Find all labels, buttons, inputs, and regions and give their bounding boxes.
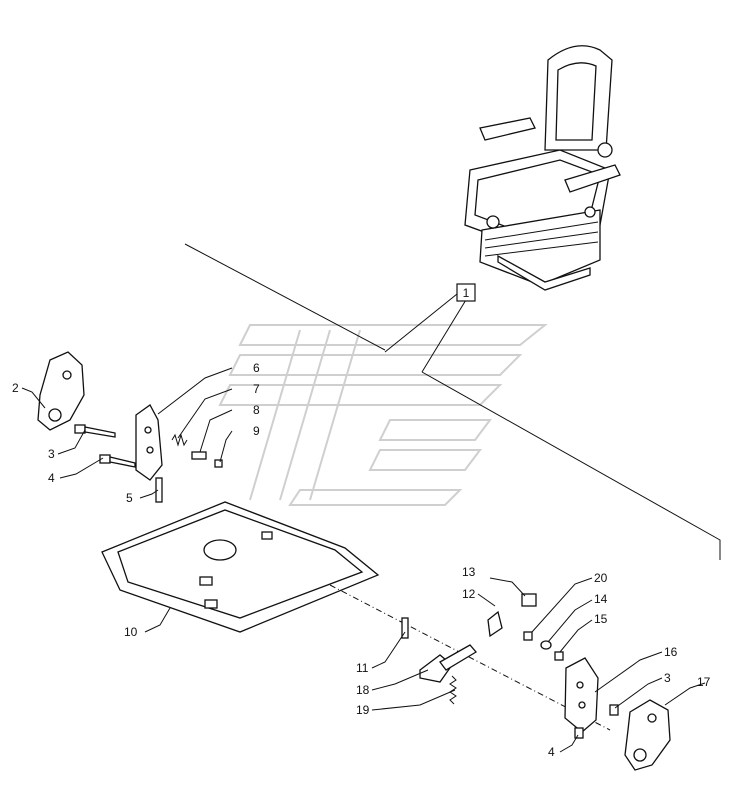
callout-6: 6 [253, 361, 260, 375]
callout-3-right: 3 [664, 671, 671, 685]
callout-10: 10 [124, 625, 138, 639]
seat-assembly-icon [464, 45, 621, 291]
callout-17: 17 [697, 675, 711, 689]
bolt-right-lower [574, 727, 584, 739]
washer-14 [540, 640, 552, 650]
bolt-right-upper [609, 704, 619, 716]
lever-18 [419, 644, 477, 683]
seat-base-plate-icon [101, 501, 380, 633]
callout-box-1 [456, 283, 476, 302]
callout-4-left: 4 [48, 471, 55, 485]
callout-14: 14 [594, 592, 608, 606]
watermark-logo [218, 324, 548, 506]
callout-9: 9 [253, 424, 260, 438]
left-bracket [135, 404, 163, 481]
callout-3-left: 3 [48, 447, 55, 461]
callout-13: 13 [462, 565, 476, 579]
bolt-15 [554, 651, 564, 661]
pin-11 [401, 617, 409, 639]
callout-5: 5 [126, 491, 133, 505]
callout-1: 1 [463, 286, 470, 300]
bushing-13 [521, 593, 537, 607]
right-bracket [564, 657, 599, 733]
callout-8: 8 [253, 403, 260, 417]
callout-16: 16 [664, 645, 678, 659]
bolt-8 [191, 451, 207, 460]
right-handle-icon [624, 699, 671, 771]
callout-20: 20 [594, 571, 608, 585]
left-handle-icon [37, 351, 85, 431]
callout-7: 7 [253, 382, 260, 396]
callout-12: 12 [462, 587, 476, 601]
callout-11: 11 [356, 661, 369, 675]
callout-19: 19 [356, 703, 370, 717]
bolt-left-lower [99, 454, 136, 468]
callout-2: 2 [12, 381, 19, 395]
pin-5 [155, 477, 163, 503]
spring-19 [449, 675, 457, 705]
nut-9 [214, 459, 223, 468]
callout-4-right: 4 [548, 745, 555, 759]
clip-12 [487, 610, 503, 638]
spring-7 [171, 433, 188, 447]
callout-18: 18 [356, 683, 370, 697]
nut-20 [523, 631, 533, 641]
callout-15: 15 [594, 612, 608, 626]
bolt-left-upper [74, 424, 116, 438]
